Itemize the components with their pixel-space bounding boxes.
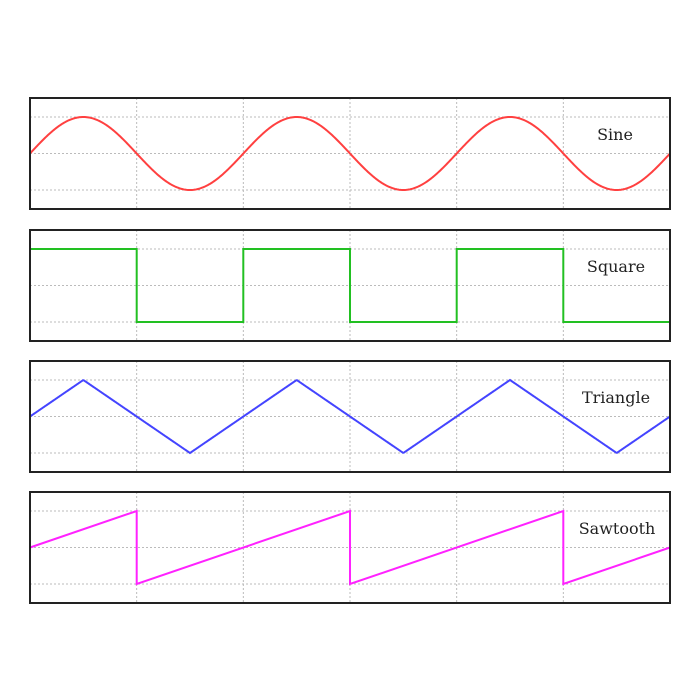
sawtooth-wave	[29, 509, 671, 586]
sawtooth-label: Sawtooth	[579, 519, 656, 538]
triangle-panel: Triangle	[29, 360, 671, 473]
square-label: Square	[587, 257, 645, 276]
triangle-wave	[29, 378, 671, 455]
sawtooth-panel: Sawtooth	[29, 491, 671, 604]
sine-wave	[29, 115, 671, 192]
square-frame	[29, 229, 671, 342]
triangle-frame	[29, 360, 671, 473]
square-wave	[30, 248, 671, 323]
sine-frame	[29, 97, 671, 210]
triangle-label: Triangle	[582, 388, 650, 407]
sawtooth-frame	[29, 491, 671, 604]
sine-panel: Sine	[29, 97, 671, 210]
sine-label: Sine	[597, 125, 633, 144]
square-panel: Square	[29, 229, 671, 342]
